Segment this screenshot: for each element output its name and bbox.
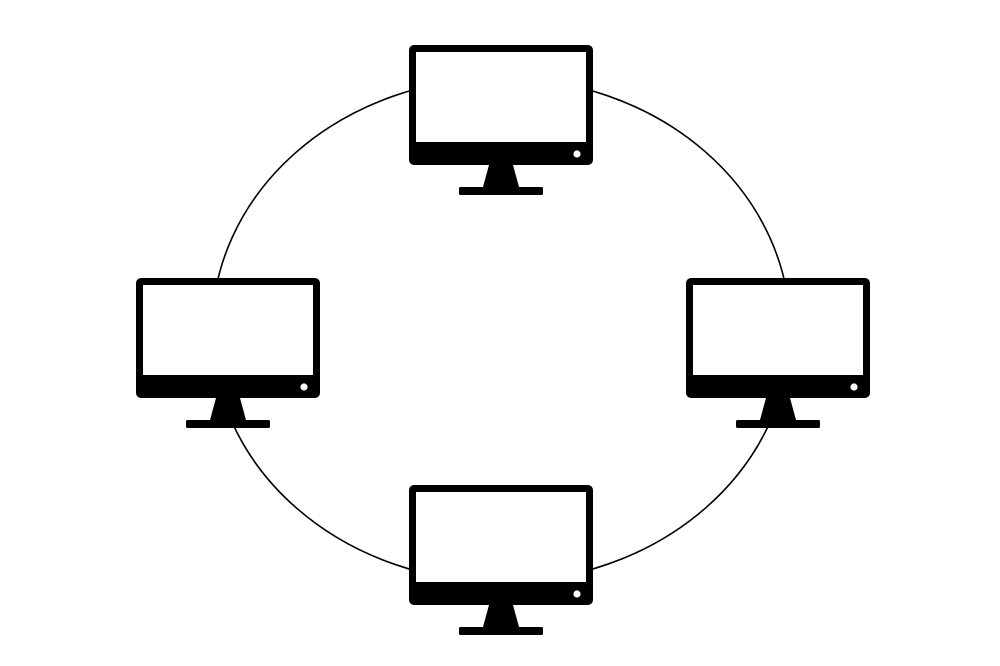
monitor-node-left [136,278,320,428]
monitor-icon [409,485,593,635]
monitor-icon [409,45,593,195]
monitor-icon [686,278,870,428]
monitor-node-top [409,45,593,195]
monitor-node-right [686,278,870,428]
monitor-node-bottom [409,485,593,635]
monitor-icon [136,278,320,428]
